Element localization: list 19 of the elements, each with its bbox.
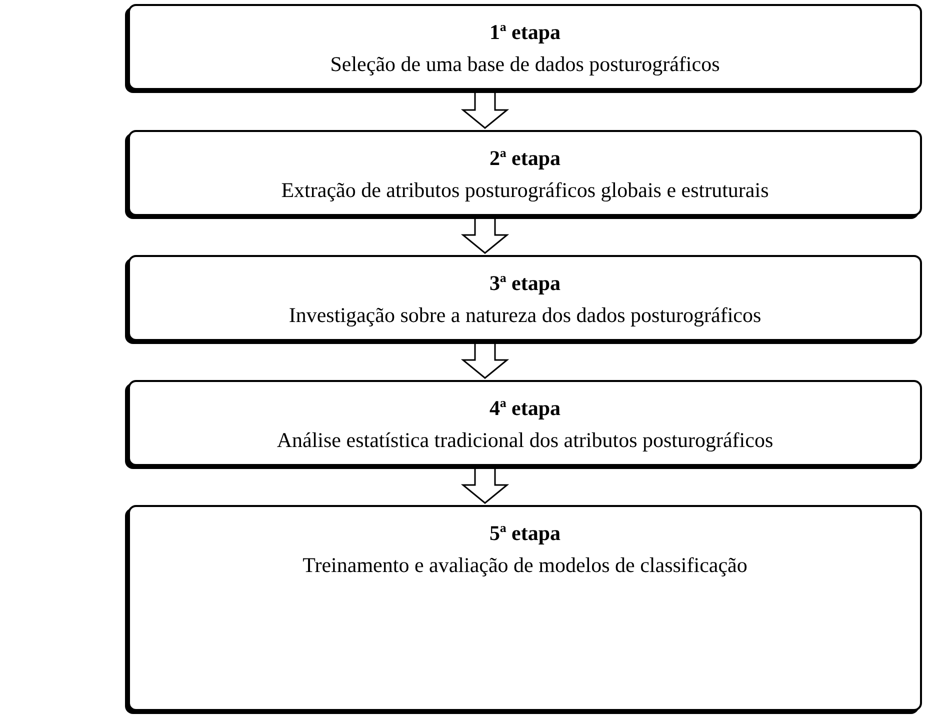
block-arrow bbox=[460, 217, 510, 254]
process-box bbox=[128, 4, 922, 90]
step-description: Investigação sobre a natureza dos dados posturográficos bbox=[288, 302, 762, 329]
block-arrow bbox=[460, 342, 510, 379]
process-box bbox=[128, 130, 922, 216]
step-description: Extração de atributos posturográficos globais e estruturais bbox=[281, 177, 769, 204]
step-heading: 3ª etapa bbox=[489, 270, 561, 297]
step-description: Análise estatística tradicional dos atributos posturográficos bbox=[276, 427, 774, 454]
step-heading: 4ª etapa bbox=[489, 395, 561, 422]
step-heading: 2ª etapa bbox=[489, 145, 561, 172]
step-description: Treinamento e avaliação de modelos de classificação bbox=[302, 552, 748, 579]
process-box bbox=[128, 505, 922, 711]
process-box bbox=[128, 255, 922, 341]
step-heading: 1ª etapa bbox=[489, 19, 561, 46]
process-box bbox=[128, 380, 922, 466]
block-arrow bbox=[460, 91, 510, 129]
step-heading: 5ª etapa bbox=[489, 520, 561, 547]
block-arrow bbox=[460, 467, 510, 504]
step-description: Seleção de uma base de dados posturográficos bbox=[330, 51, 720, 78]
